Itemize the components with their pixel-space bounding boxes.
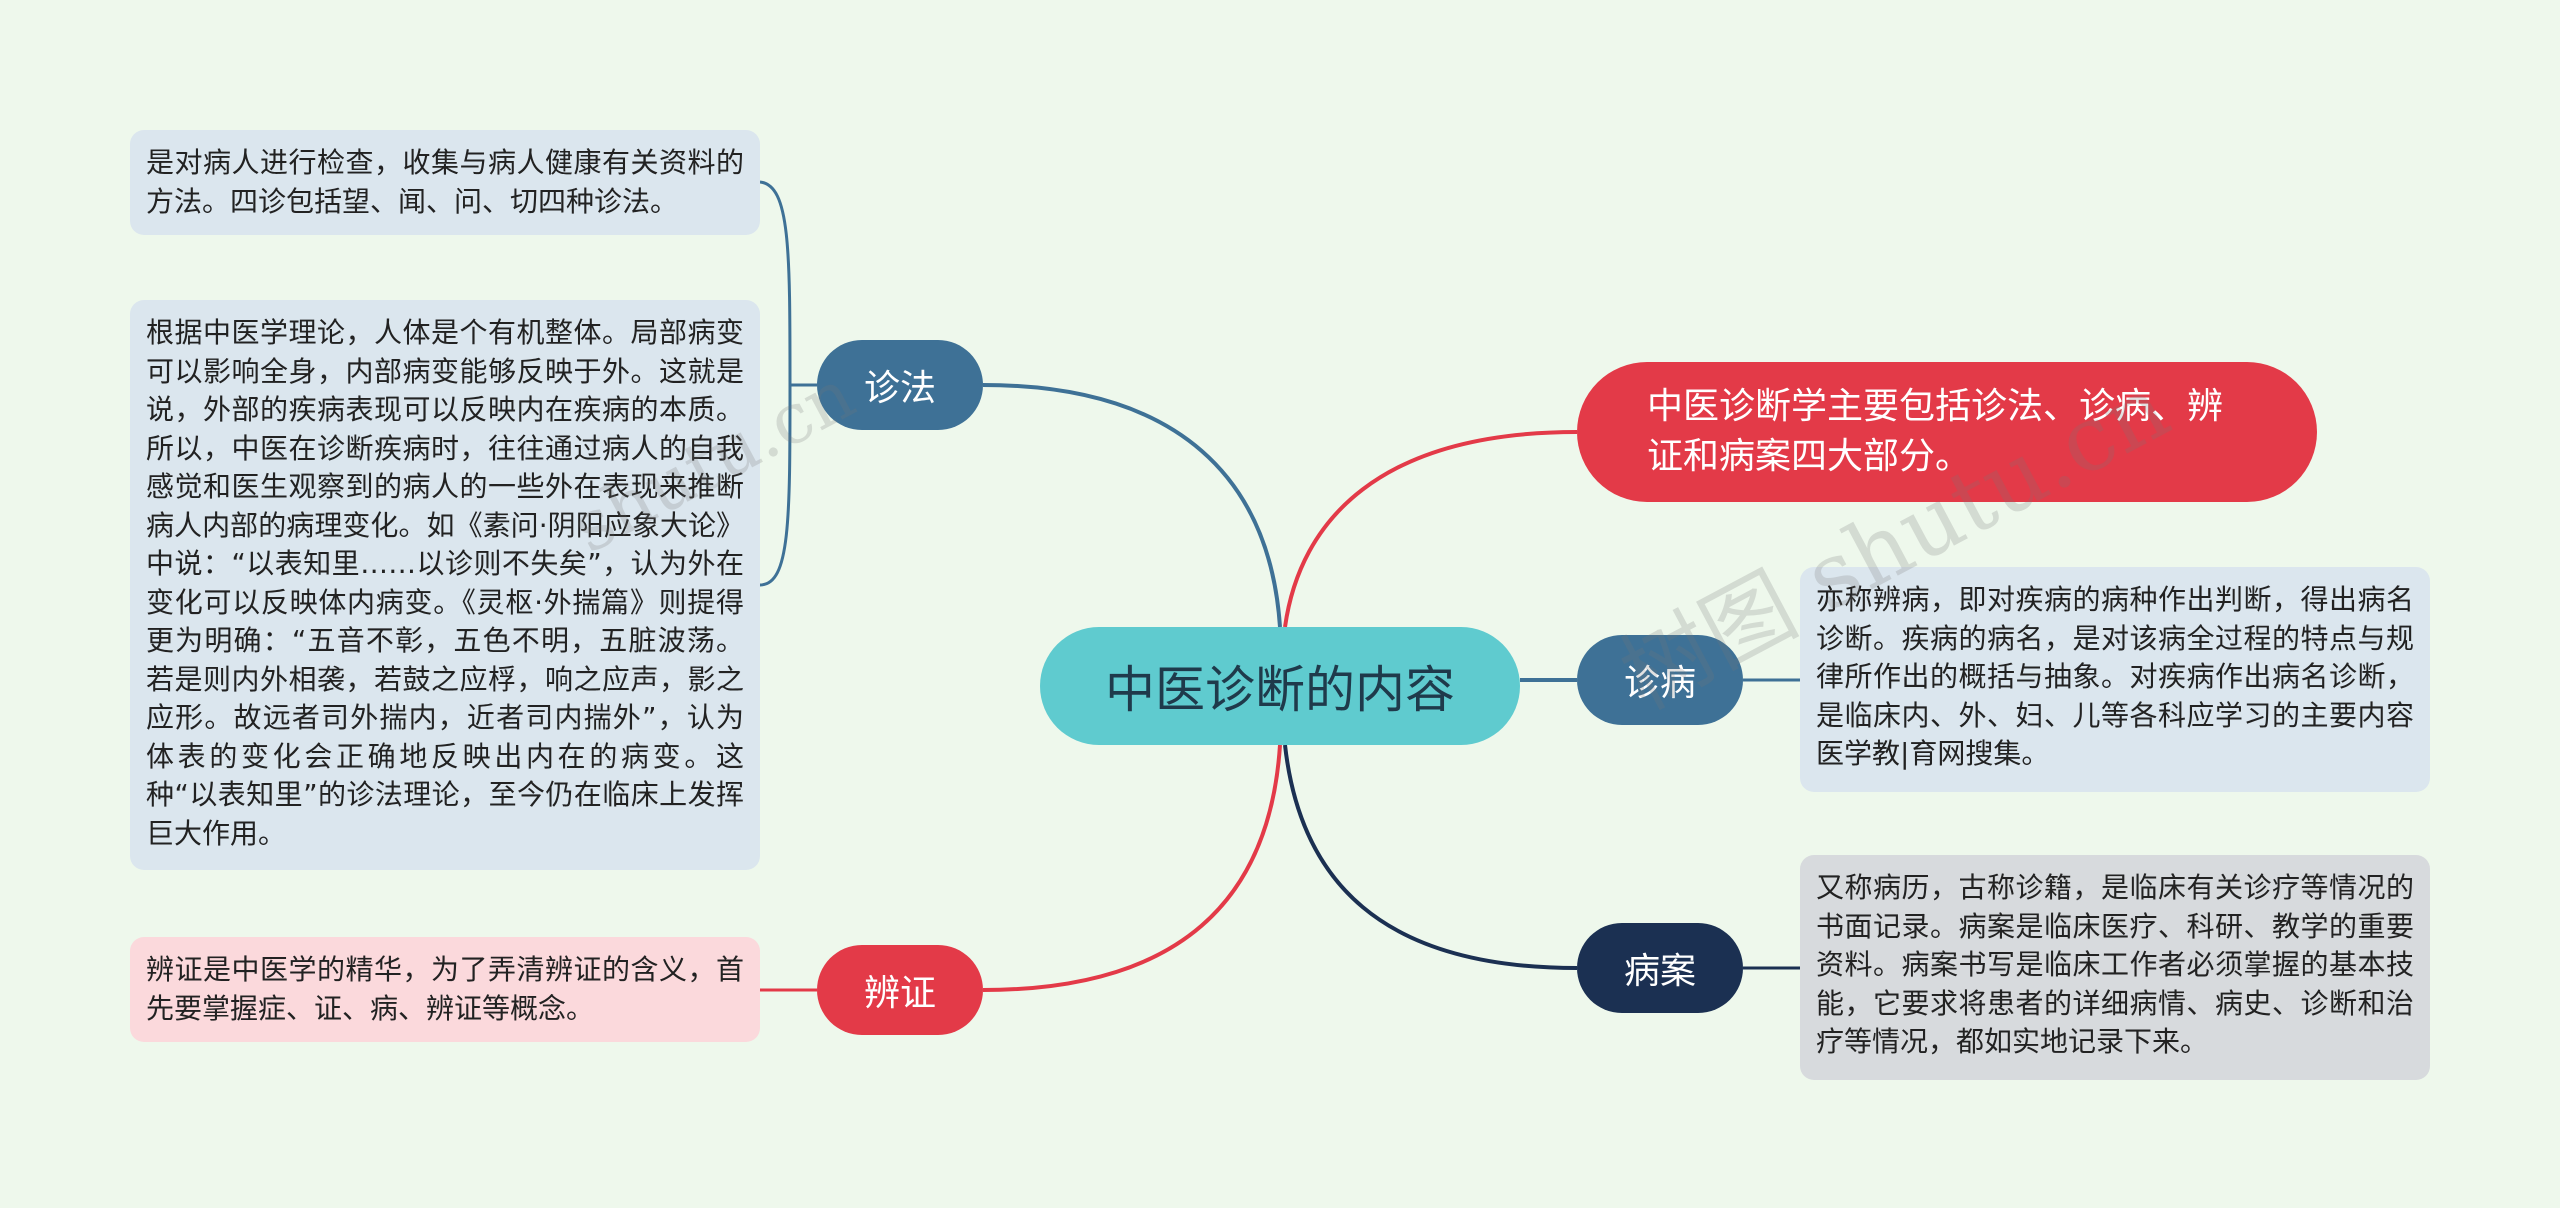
- connector-root-zhenfa: [982, 383, 1282, 628]
- branch-zhenfa[interactable]: 诊法: [817, 340, 983, 430]
- connector-root-bingan: [1283, 744, 1578, 970]
- branch-summary-label: 中医诊断学主要包括诊法、诊病、辨证和病案四大部分。: [1647, 386, 2224, 477]
- root-label: 中医诊断的内容: [1105, 661, 1455, 719]
- branch-summary[interactable]: 中医诊断学主要包括诊法、诊病、辨证和病案四大部分。: [1577, 362, 2317, 502]
- root-node[interactable]: 中医诊断的内容: [1040, 627, 1520, 745]
- branch-bianzheng-label: 辨证: [863, 973, 936, 1014]
- leaf-zhenbing-detail[interactable]: 亦称辨病，即对疾病的病种作出判断，得出病名诊断。疾病的病名，是对该病全过程的特点…: [1800, 567, 2430, 792]
- branch-bianzheng[interactable]: 辨证: [817, 945, 983, 1035]
- branch-zhenfa-label: 诊法: [863, 368, 936, 409]
- branch-zhenbing-label: 诊病: [1623, 663, 1696, 704]
- connector-zhenfa-bracket: [759, 180, 817, 587]
- leaf-bianzheng-detail[interactable]: 辨证是中医学的精华，为了弄清辨证的含义，首先要掌握症、证、病、辨证等概念。: [130, 937, 760, 1042]
- branch-bingan[interactable]: 病案: [1577, 923, 1743, 1013]
- connector-root-bianzheng: [982, 744, 1282, 992]
- leaf-zhenfa-definition[interactable]: 是对病人进行检查，收集与病人健康有关资料的方法。四诊包括望、闻、问、切四种诊法。: [130, 130, 760, 235]
- branch-bingan-label: 病案: [1623, 951, 1696, 992]
- branch-zhenbing[interactable]: 诊病: [1577, 635, 1743, 725]
- leaf-zhenfa-theory[interactable]: 根据中医学理论，人体是个有机整体。局部病变可以影响全身，内部病变能够反映于外。这…: [130, 300, 760, 870]
- connector-root-summary: [1283, 430, 1578, 628]
- leaf-bingan-detail[interactable]: 又称病历，古称诊籍，是临床有关诊疗等情况的书面记录。病案是临床医疗、科研、教学的…: [1800, 855, 2430, 1080]
